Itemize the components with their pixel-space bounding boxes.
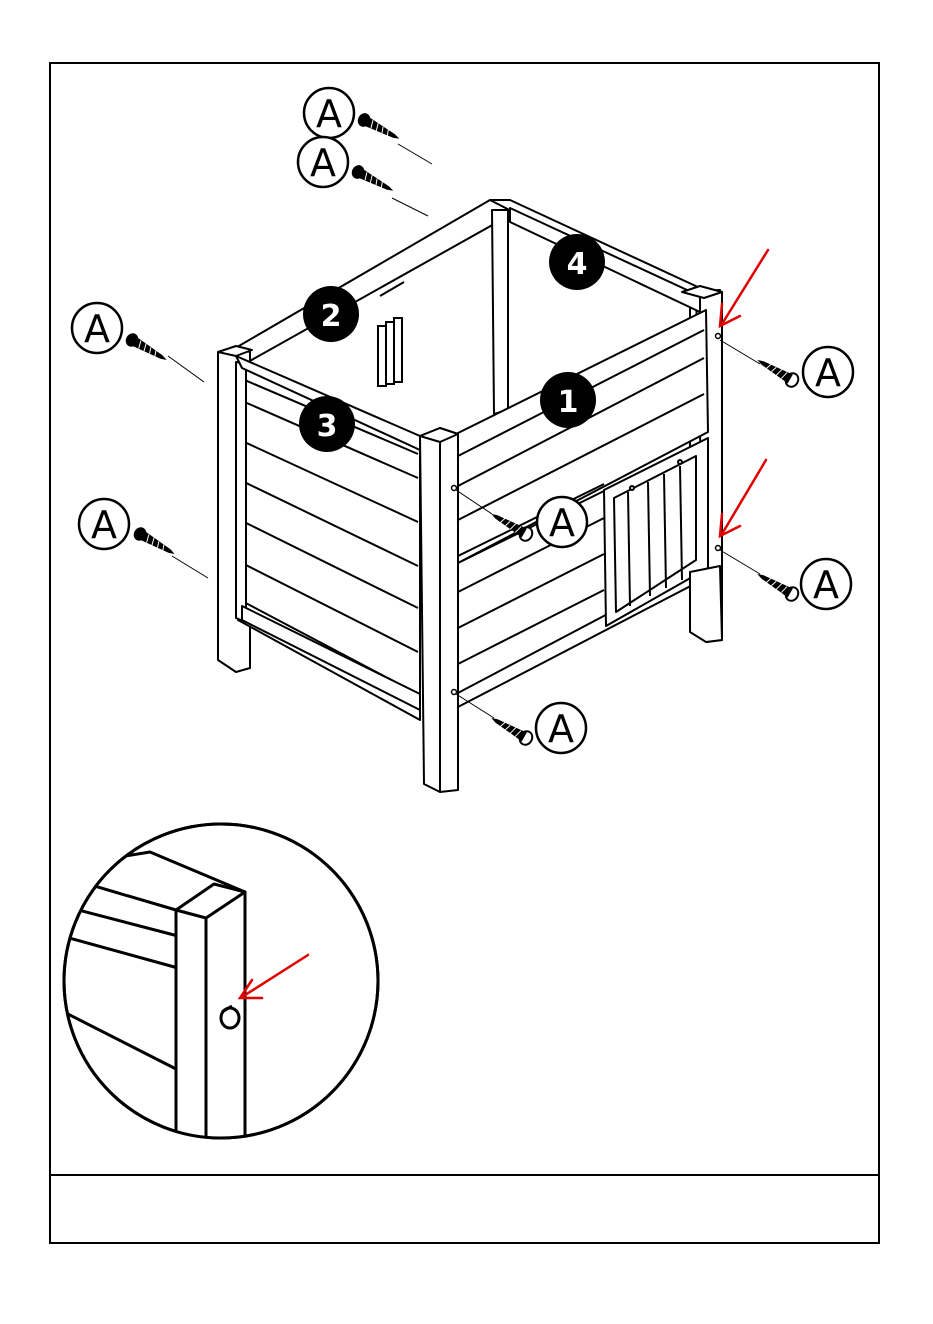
panel-badge-1: 1 [540,372,596,428]
svg-text:4: 4 [567,247,588,282]
panel-badge-2: 2 [303,286,359,342]
svg-text:3: 3 [317,409,338,444]
magnifier-detail [40,824,378,1140]
red-arrow-icon [720,250,768,536]
hardware-label: A [549,501,575,545]
panel-badge-4: 4 [549,234,605,290]
hardware-label: A [91,503,117,547]
panel-badge-3: 3 [299,396,355,452]
hardware-label: A [813,563,839,607]
hardware-label: A [316,92,342,136]
hardware-label: A [548,707,574,751]
hardware-label: A [84,307,110,351]
divider-slats [378,318,402,386]
hardware-label: A [815,351,841,395]
hardware-label: A [310,141,336,185]
svg-text:1: 1 [558,385,579,420]
svg-text:2: 2 [321,299,342,334]
